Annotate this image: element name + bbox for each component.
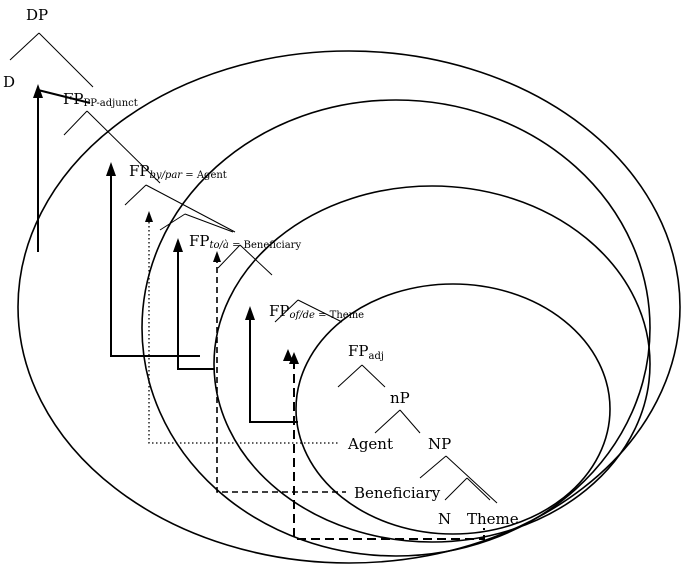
node-fp-beneficiary: FPto/à = Beneficiary (189, 232, 301, 251)
node-fp-pp-adjunct: FPPP-adjunct (63, 90, 138, 109)
node-small-np: nP (390, 389, 410, 407)
node-beneficiary: Beneficiary (354, 484, 441, 502)
ellipse-fp-beneficiary (213, 185, 651, 543)
node-fp-agent: FPby/par = Agent (129, 162, 227, 181)
node-fp-theme: FPof/de = Theme (269, 302, 364, 321)
solid-movement-arrows (33, 84, 298, 423)
node-agent: Agent (347, 435, 393, 453)
node-fp-adj: FPadj (348, 342, 384, 362)
ellipse-fp-theme (295, 283, 611, 535)
ellipse-fp-agent (141, 99, 651, 557)
node-theme: Theme (467, 510, 519, 528)
node-np: NP (428, 435, 451, 453)
node-dp: DP (26, 6, 48, 24)
beneficiary-dashed-path (213, 251, 346, 493)
tree-branches (9, 32, 498, 504)
node-n: N (438, 510, 451, 528)
ellipse-fp-pp-adjunct (17, 50, 681, 564)
agent-dotted-path (145, 211, 340, 444)
node-d: D (3, 73, 15, 91)
theme-dashed-path (283, 349, 485, 540)
